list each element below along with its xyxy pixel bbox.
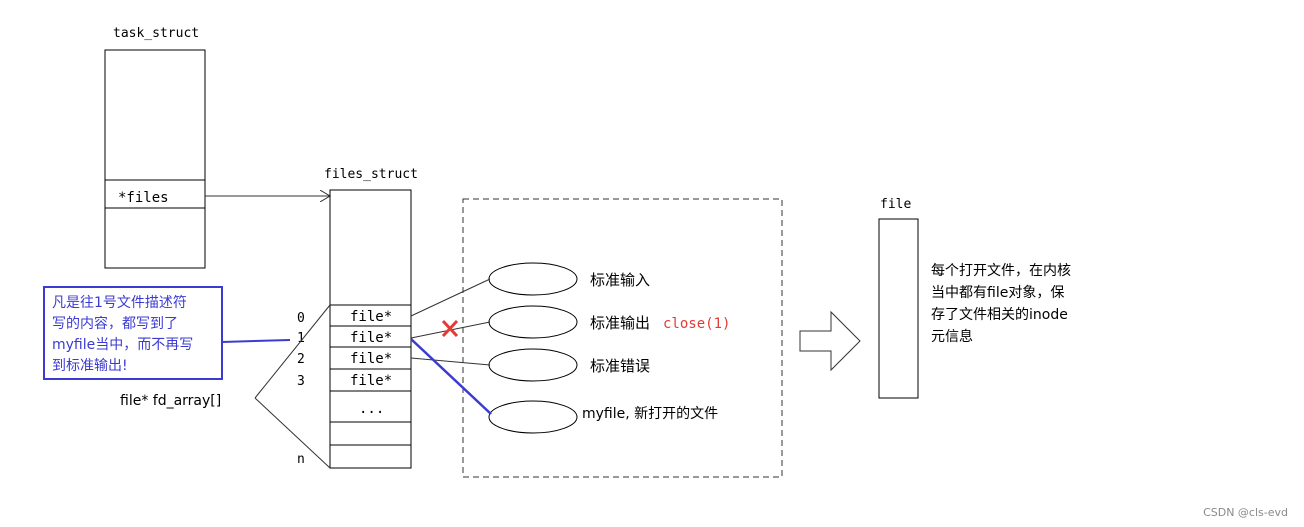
task-struct-box	[104, 49, 206, 269]
stdout-close-note: close(1)	[663, 316, 730, 332]
fd-slot-ellipsis: ...	[359, 401, 384, 417]
watermark: CSDN @cls-evd	[1203, 506, 1288, 519]
redirect-note-line-1: 凡是往1号文件描述符	[52, 295, 187, 311]
fd-slot-2: file*	[350, 351, 392, 367]
fd-array-label: file* fd_array[]	[120, 393, 221, 409]
fd-slot-0: file*	[350, 309, 392, 325]
file-desc-line-2: 当中都有file对象，保	[931, 285, 1064, 301]
stdout-label: 标准输出	[590, 314, 650, 332]
task-struct-title: task_struct	[113, 26, 199, 41]
fd-slot-1: file*	[350, 330, 392, 346]
stderr-node	[488, 348, 578, 382]
fd-array-brace-bottom	[254, 397, 331, 469]
redirect-note-box	[43, 286, 223, 380]
hollow-right-arrow-icon	[799, 310, 861, 372]
fd1-to-myfile-link	[410, 338, 492, 415]
fd-index-2: 2	[297, 352, 305, 367]
stdin-node	[488, 262, 578, 296]
closed-link-cross-icon	[441, 319, 459, 338]
stdin-label: 标准输入	[590, 271, 650, 289]
fd-array-brace-top	[254, 304, 331, 399]
files-pointer-field: *files	[118, 190, 169, 206]
stderr-label: 标准错误	[590, 357, 650, 375]
stdout-node	[488, 305, 578, 339]
myfile-node	[488, 400, 578, 434]
open-files-region	[462, 198, 783, 478]
fd2-to-stderr-link	[410, 357, 491, 366]
file-desc-line-1: 每个打开文件，在内核	[931, 262, 1071, 279]
redirect-note-line-2: 写的内容，都写到了	[52, 315, 178, 332]
redirect-note-line-3: myfile当中，而不再写	[52, 337, 193, 353]
file-desc-line-4: 元信息	[931, 328, 973, 345]
fd0-to-stdin-link	[410, 278, 491, 317]
file-object-box	[878, 218, 919, 399]
fd-index-n: n	[297, 452, 305, 467]
fd-slot-3: file*	[350, 373, 392, 389]
fd-index-3: 3	[297, 374, 305, 389]
myfile-label: myfile, 新打开的文件	[582, 405, 718, 422]
files-struct-title: files_struct	[324, 167, 418, 182]
file-desc-line-3: 存了文件相关的inode	[931, 307, 1068, 323]
redirect-note-pointer	[221, 339, 291, 343]
file-object-title: file	[880, 197, 911, 212]
fd-index-1: 1	[297, 331, 305, 346]
files-struct-box	[329, 189, 412, 469]
fd-index-0: 0	[297, 311, 305, 326]
redirect-note-line-4: 到标准输出!	[52, 358, 128, 374]
